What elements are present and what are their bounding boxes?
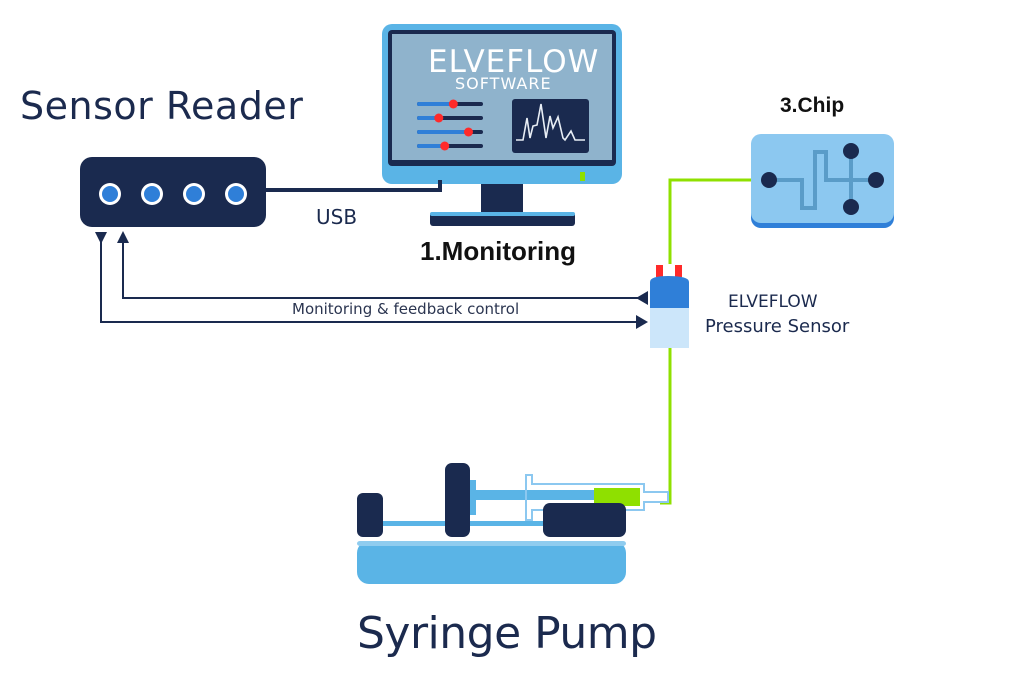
usb-cable: [265, 180, 442, 192]
slider-knob: [434, 113, 444, 123]
sensor-reader-device: [80, 157, 266, 227]
chip-outlet-right: [868, 172, 884, 188]
port-icon: [228, 186, 244, 202]
chip-channel: [769, 150, 876, 210]
pressure-sensor: [650, 265, 689, 348]
syringe-barrel: [525, 474, 669, 521]
chip-label: 3.Chip: [780, 94, 845, 117]
monitor-neck: [481, 184, 523, 212]
arrow-right-icon: [636, 315, 648, 329]
plunger-rod: [474, 490, 594, 500]
feedback-line-lower: [100, 240, 636, 323]
plunger-flange: [470, 480, 476, 515]
usb-label: USB: [316, 205, 358, 229]
tubing-from-pump: [660, 348, 672, 505]
sensor-connector-right: [675, 265, 682, 277]
pump-pusher-block: [445, 463, 470, 537]
arrow-left-icon: [636, 291, 648, 305]
waveform-icon: [516, 103, 585, 142]
feedback-arrows: [95, 231, 648, 329]
computer-monitor: [382, 24, 622, 226]
pump-end-block: [357, 493, 383, 537]
software-title: ELVEFLOW: [428, 44, 600, 80]
slider-fill: [417, 116, 439, 120]
sensor-reader-body: [80, 157, 266, 227]
pressure-sensor-description: Pressure Sensor: [705, 316, 850, 337]
chip-body: [751, 134, 894, 223]
syringe-fluid: [594, 488, 640, 506]
port-icon: [102, 186, 118, 202]
sensor-reader-label: Sensor Reader: [20, 84, 304, 128]
slider-fill: [417, 144, 445, 148]
arrow-up-icon: [117, 231, 129, 243]
waveform-panel: [512, 99, 589, 153]
slider-fill: [417, 130, 469, 134]
sensor-bottom: [650, 308, 689, 348]
feedback-line-upper: [122, 240, 648, 299]
software-subtitle: SOFTWARE: [455, 74, 552, 93]
sensor-connector-left: [656, 265, 663, 277]
port-icon: [144, 186, 160, 202]
port-icon: [186, 186, 202, 202]
feedback-label: Monitoring & feedback control: [292, 300, 520, 318]
pump-base-highlight: [357, 541, 626, 546]
software-sliders: [417, 99, 483, 151]
slider-knob: [448, 99, 458, 109]
slider-knob: [440, 141, 450, 151]
slider-fill: [417, 102, 454, 106]
sensor-top: [650, 276, 689, 308]
syringe-holder: [543, 503, 626, 537]
arrow-down-icon: [95, 232, 107, 244]
chip-outlet-bottom: [843, 199, 859, 215]
syringe-pump-label: Syringe Pump: [357, 608, 657, 659]
chip-inlet: [761, 172, 777, 188]
chip-outlet-top: [843, 143, 859, 159]
power-led: [580, 172, 585, 181]
sensor-reader-ports: [99, 183, 247, 205]
tubing-to-chip: [668, 178, 760, 264]
slider-knob: [463, 127, 473, 137]
microfluidic-chip: [751, 134, 894, 228]
pressure-sensor-name: ELVEFLOW: [728, 292, 818, 312]
pump-base: [357, 541, 626, 584]
monitoring-label: 1.Monitoring: [420, 236, 576, 266]
monitor-stand-top: [430, 212, 575, 216]
syringe-pump: [357, 463, 669, 584]
